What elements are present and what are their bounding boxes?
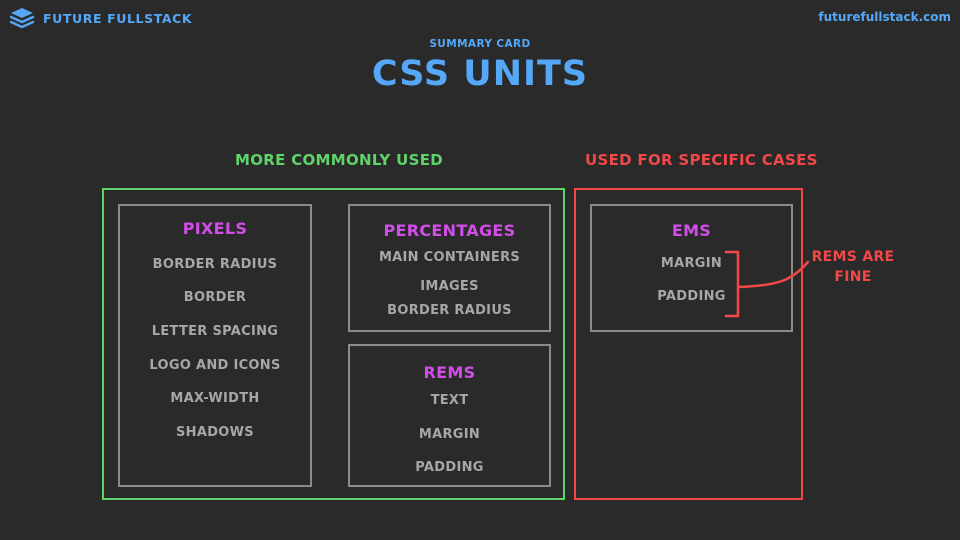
card-rems: REMS TEXT MARGIN PADDING: [348, 344, 551, 487]
card-item: BORDER: [183, 290, 247, 305]
card-item: MAX-WIDTH: [170, 391, 260, 406]
rems-note: REMS ARE FINE: [806, 247, 900, 287]
card-item: TEXT: [430, 393, 469, 408]
card-ems: EMS MARGIN PADDING: [590, 204, 793, 332]
card-item: MARGIN: [418, 427, 481, 442]
card-item: PADDING: [657, 289, 726, 304]
card-item: MAIN CONTAINERS: [378, 250, 521, 265]
card-item: IMAGES: [420, 279, 479, 294]
card-title: PERCENTAGES: [383, 221, 516, 240]
card-item: LOGO AND ICONS: [149, 358, 281, 373]
group-specific-frame: [574, 188, 803, 500]
card-title: PIXELS: [182, 219, 248, 238]
note-line: FINE: [834, 269, 872, 285]
card-item: MARGIN: [660, 256, 723, 271]
note-line: REMS ARE: [811, 249, 895, 265]
brand-name: FUTURE FULLSTACK: [43, 10, 193, 26]
card-item: LETTER SPACING: [151, 324, 279, 339]
card-percentages: PERCENTAGES MAIN CONTAINERS IMAGES BORDE…: [348, 204, 551, 332]
card-item: SHADOWS: [176, 425, 254, 440]
section-label-common: MORE COMMONLY USED: [235, 151, 444, 169]
card-title: REMS: [423, 363, 476, 382]
bracket-connector: [724, 250, 810, 318]
section-label-specific: USED FOR SPECIFIC CASES: [585, 151, 818, 169]
site-url[interactable]: futurefullstack.com: [818, 10, 951, 24]
card-pixels: PIXELS BORDER RADIUS BORDER LETTER SPACI…: [118, 204, 312, 487]
brand[interactable]: FUTURE FULLSTACK: [9, 7, 192, 29]
card-item: BORDER RADIUS: [387, 303, 512, 318]
page-title: CSS UNITS: [371, 54, 589, 94]
card-title: EMS: [671, 221, 712, 240]
card-item: BORDER RADIUS: [152, 257, 278, 272]
card-item: PADDING: [415, 460, 484, 475]
page-kicker: SUMMARY CARD: [429, 38, 531, 50]
stacked-layers-icon: [9, 8, 35, 29]
group-common-frame: [102, 188, 565, 500]
